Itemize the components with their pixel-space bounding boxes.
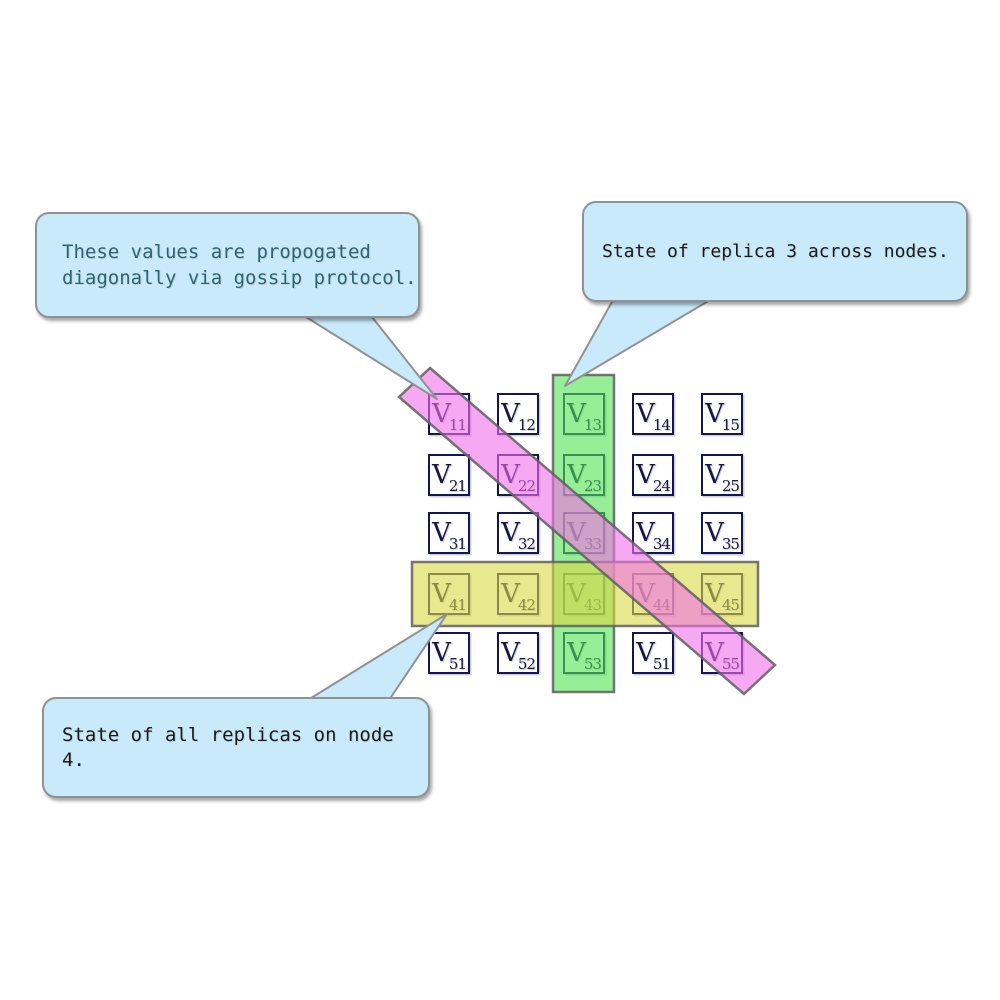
matrix-cell-3-5: V35 — [701, 512, 743, 554]
cell-label: V14 — [636, 399, 671, 435]
callout-gossip-line-1: These values are propogated — [62, 241, 371, 263]
callout-replica3-text: State of replica 3 across nodes. — [602, 240, 949, 262]
magenta-diagonal-highlight — [397, 366, 777, 696]
cell-label: V34 — [636, 518, 671, 554]
matrix-cell-1-5: V15 — [701, 393, 743, 435]
cell-label: V12 — [501, 399, 536, 435]
matrix-cell-5-4: V51 — [632, 632, 674, 674]
callout-replica3: State of replica 3 across nodes. — [582, 201, 968, 302]
cell-label: V51 — [432, 638, 467, 674]
callout-node4-tail — [302, 613, 448, 704]
matrix-cell-1-2: V12 — [497, 393, 539, 435]
matrix-cell-5-1: V51 — [428, 632, 470, 674]
callout-gossip-tail — [297, 311, 438, 400]
cell-label: V35 — [705, 518, 740, 554]
matrix-cell-3-1: V31 — [428, 512, 470, 554]
cell-label: V31 — [432, 518, 467, 554]
callout-replica3-tail — [564, 299, 711, 387]
matrix-cell-2-1: V21 — [428, 454, 470, 496]
cell-label: V52 — [501, 638, 536, 674]
matrix-cell-1-4: V14 — [632, 393, 674, 435]
callout-gossip-text: These values are propogated diagonally v… — [37, 239, 418, 291]
cell-label: V32 — [501, 518, 536, 554]
cell-label: V21 — [432, 460, 467, 496]
callout-node4-text: State of all replicas on node 4. — [62, 723, 394, 771]
cell-label: V24 — [636, 460, 671, 496]
matrix-cell-2-4: V24 — [632, 454, 674, 496]
callout-node4: State of all replicas on node 4. — [42, 697, 430, 798]
matrix-cell-5-2: V52 — [497, 632, 539, 674]
callout-gossip: These values are propogated diagonally v… — [35, 212, 420, 318]
cell-label: V15 — [705, 399, 740, 435]
matrix-cell-2-5: V25 — [701, 454, 743, 496]
matrix-cell-3-2: V32 — [497, 512, 539, 554]
cell-label: V51 — [636, 638, 671, 674]
cell-label: V25 — [705, 460, 740, 496]
callout-gossip-line-2: diagonally via gossip protocol. — [62, 267, 417, 289]
